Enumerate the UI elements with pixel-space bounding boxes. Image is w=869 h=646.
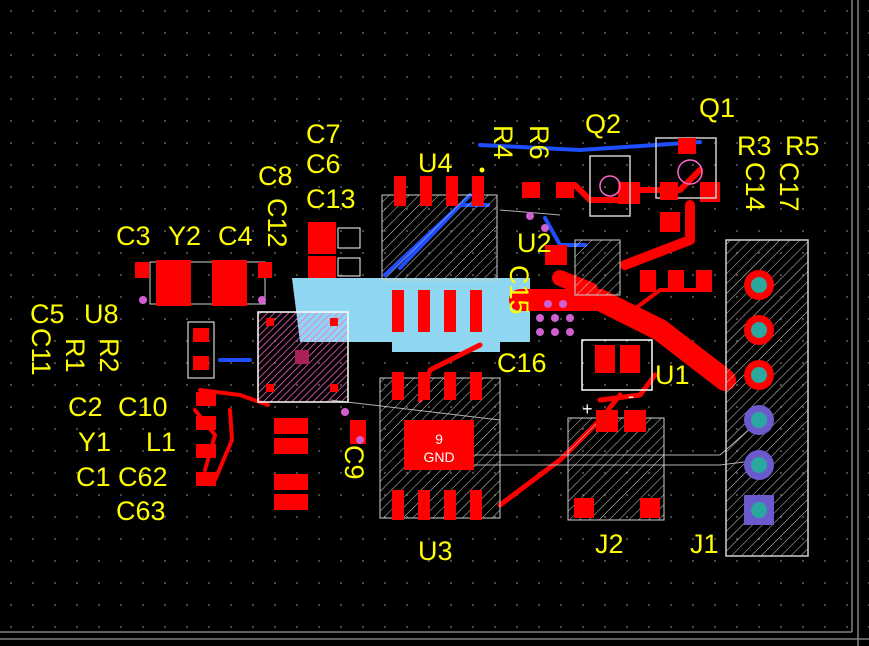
ic-u2[interactable]: [574, 239, 621, 296]
label-q1: Q1: [699, 93, 735, 123]
label-c6: C6: [306, 149, 341, 179]
gnd-thermal-pad[interactable]: [404, 420, 474, 470]
label-c11: C11: [26, 328, 56, 376]
label-q2: Q2: [585, 109, 621, 139]
label-c9: C9: [339, 445, 369, 480]
crystal-y2[interactable]: [135, 260, 272, 306]
ic-u3[interactable]: 9 GND: [379, 372, 501, 520]
label-c3: C3: [116, 221, 151, 251]
smd-passives[interactable]: [187, 182, 720, 510]
ic-u1[interactable]: [581, 339, 653, 391]
label-j1: J1: [690, 529, 719, 559]
polarity-minus: -: [628, 386, 634, 406]
connector-j1[interactable]: [725, 239, 809, 557]
label-c13: C13: [306, 184, 356, 214]
label-c4: C4: [218, 221, 253, 251]
label-c5: C5: [30, 299, 65, 329]
label-c12: C12: [262, 198, 292, 248]
label-u1: U1: [655, 360, 690, 390]
label-c15: C15: [504, 265, 534, 315]
label-c16: C16: [497, 348, 547, 378]
label-c7: C7: [306, 119, 341, 149]
label-r3: R3: [737, 131, 772, 161]
label-c1: C1: [76, 462, 111, 492]
label-c62: C62: [118, 462, 168, 492]
label-u3: U3: [418, 536, 453, 566]
transistor-q1[interactable]: [655, 137, 717, 200]
connector-j2[interactable]: + -: [567, 386, 665, 521]
via-cluster: [341, 212, 574, 444]
polarity-plus: +: [582, 399, 593, 419]
pad-net-name: GND: [423, 449, 454, 465]
label-c63: C63: [116, 496, 166, 526]
pad-pin-number: 9: [435, 431, 443, 447]
label-r2: R2: [94, 338, 124, 373]
label-y2: Y2: [168, 221, 201, 251]
label-j2: J2: [595, 529, 624, 559]
label-c14: C14: [740, 162, 770, 212]
label-c2: C2: [68, 392, 103, 422]
label-y1: Y1: [78, 427, 111, 457]
label-u4: U4: [418, 148, 453, 178]
silkscreen-labels: C7 C6 C8 C13 C12 U4 R4 R6 Q2 Q1 R3 R5 C1…: [26, 93, 820, 566]
label-u2: U2: [517, 228, 552, 258]
label-c8: C8: [258, 161, 293, 191]
label-l1: L1: [146, 427, 176, 457]
label-r4: R4: [488, 125, 518, 160]
label-r6: R6: [524, 125, 554, 160]
transistor-q2[interactable]: [589, 155, 631, 217]
ic-u8-bga[interactable]: [257, 311, 349, 403]
label-r5: R5: [785, 131, 820, 161]
label-c17: C17: [774, 162, 804, 212]
ic-u4[interactable]: [381, 167, 498, 333]
label-u8: U8: [84, 299, 119, 329]
label-r1: R1: [60, 338, 90, 373]
label-c10: C10: [118, 392, 168, 422]
